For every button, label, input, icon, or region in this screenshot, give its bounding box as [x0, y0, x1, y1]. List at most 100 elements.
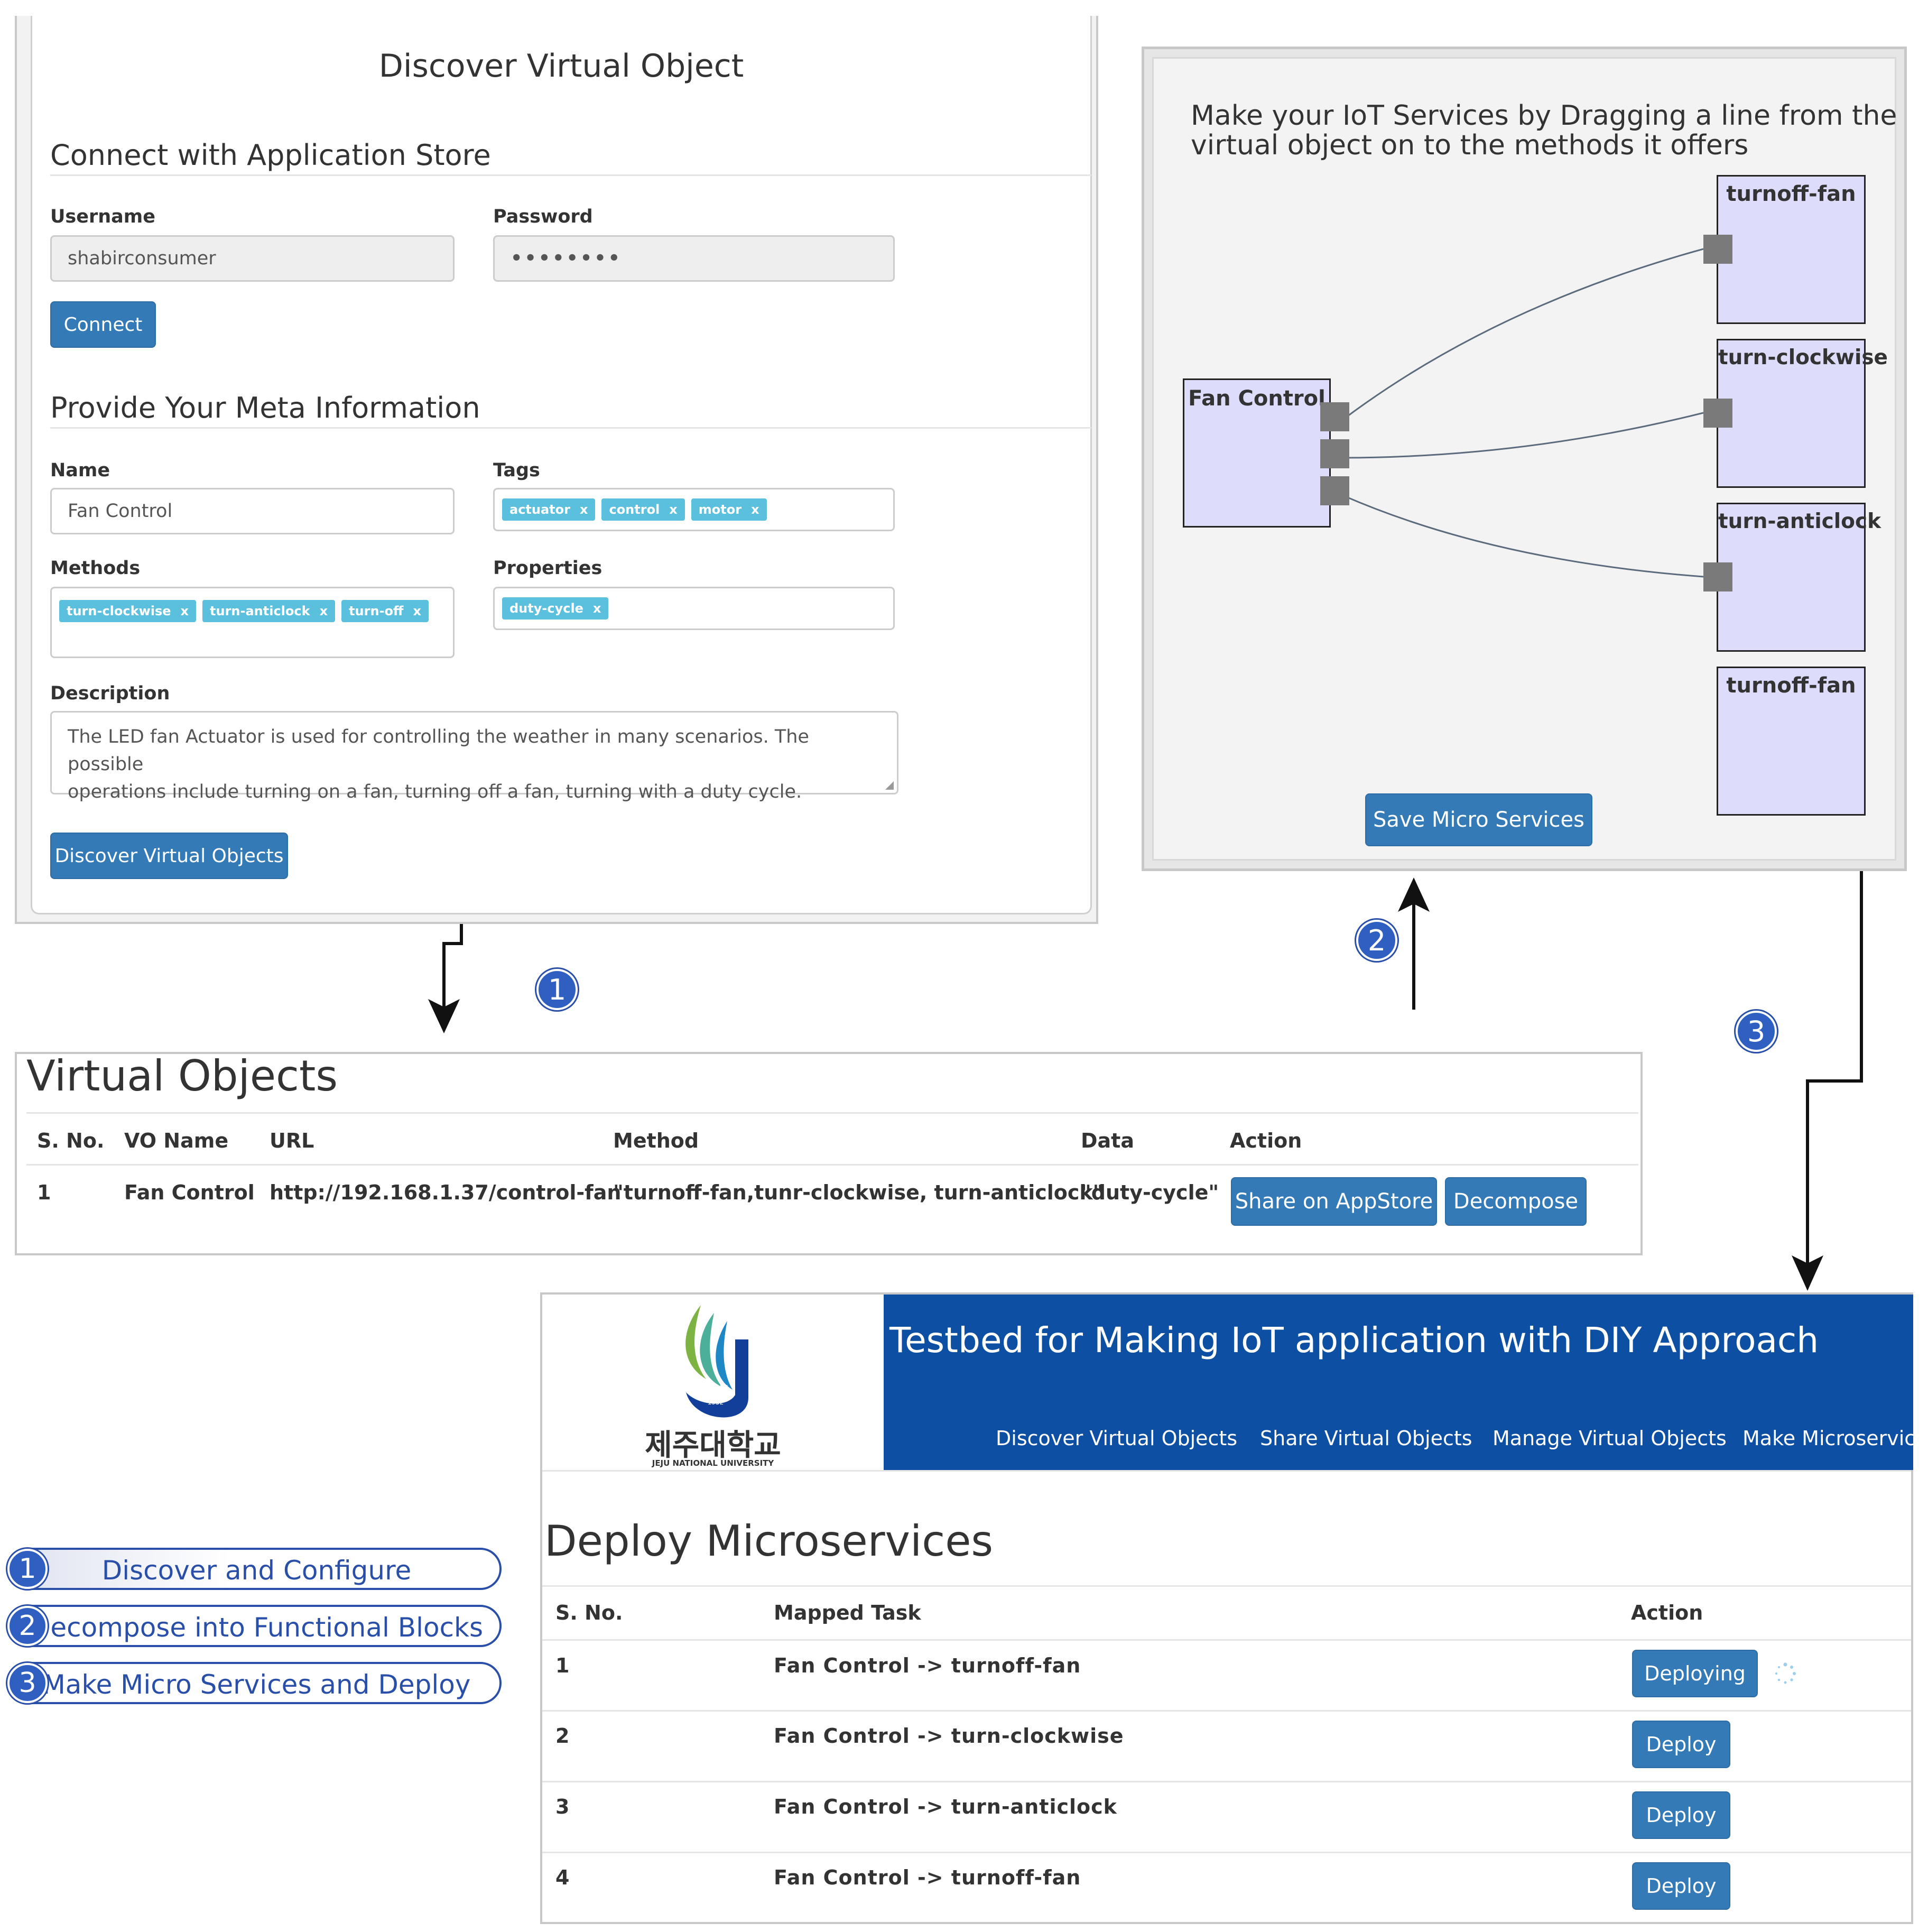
- column-header: VO Name: [124, 1129, 229, 1152]
- divider: [542, 1781, 1911, 1782]
- page-title: Discover Virtual Object: [378, 48, 744, 85]
- methods-input[interactable]: turn-clockwise x turn-anticlock x turn-off…: [50, 587, 455, 658]
- cell-vo-name: Fan Control: [124, 1181, 255, 1204]
- name-label: Name: [50, 460, 110, 481]
- method-node[interactable]: turn-clockwise: [1717, 339, 1888, 488]
- input-port[interactable]: [1703, 235, 1732, 264]
- deploy-button[interactable]: Deploy: [1632, 1862, 1730, 1910]
- loading-spinner-icon: [1775, 1662, 1796, 1684]
- name-field[interactable]: Fan Control: [50, 488, 455, 534]
- cell-mapped-task: Fan Control -> turn-anticlock: [774, 1795, 1117, 1818]
- legend-item: Discover and Configure: [7, 1548, 502, 1590]
- input-port[interactable]: [1703, 562, 1732, 591]
- password-field[interactable]: ••••••••: [493, 235, 895, 282]
- properties-input[interactable]: duty-cycle x: [493, 587, 895, 630]
- legend-number: 2: [7, 1606, 48, 1646]
- divider: [542, 1470, 1911, 1472]
- instruction-line: Make your IoT Services by Dragging a lin…: [1191, 100, 1897, 132]
- divider: [26, 1164, 1638, 1166]
- step-marker-3: 3: [1736, 1011, 1777, 1052]
- decompose-button[interactable]: Decompose: [1445, 1177, 1587, 1226]
- remove-method-icon[interactable]: x: [319, 604, 328, 618]
- nav-manage-virtual-objects[interactable]: Manage Virtual Objects: [1493, 1427, 1727, 1450]
- connection-line[interactable]: [1341, 412, 1704, 459]
- university-emblem-icon: JEJU 1952: [685, 1305, 748, 1418]
- description-textarea[interactable]: The LED fan Actuator is used for control…: [50, 711, 898, 802]
- deploying-button[interactable]: Deploying: [1632, 1650, 1758, 1697]
- connection-line[interactable]: [1341, 494, 1704, 578]
- property-text: duty-cycle: [509, 601, 583, 616]
- resize-handle-icon[interactable]: [885, 781, 894, 790]
- remove-tag-icon[interactable]: x: [579, 502, 588, 517]
- legend-item: Decompose into Functional Blocks: [7, 1605, 502, 1647]
- divider: [50, 427, 1091, 429]
- meta-section-heading: Provide Your Meta Information: [50, 391, 480, 424]
- node-title: turn-anticlock: [1718, 510, 1881, 533]
- connection-line[interactable]: [1341, 248, 1704, 422]
- remove-tag-icon[interactable]: x: [669, 502, 678, 517]
- legend-number: 1: [7, 1549, 48, 1589]
- column-header: Action: [1631, 1601, 1703, 1624]
- method-text: turn-clockwise: [67, 604, 171, 618]
- virtual-objects-panel: Virtual Objects S. No. VO Name URL Metho…: [15, 1051, 1643, 1255]
- divider: [542, 1852, 1911, 1853]
- cell-sno: 2: [555, 1724, 570, 1748]
- legend-item: Make Micro Services and Deploy: [7, 1662, 502, 1704]
- share-on-appstore-button[interactable]: Share on AppStore: [1231, 1177, 1437, 1226]
- tags-label: Tags: [493, 460, 540, 481]
- legend-label: Discover and Configure: [101, 1555, 412, 1586]
- output-port[interactable]: [1320, 476, 1349, 505]
- logo-english-text: JEJU NATIONAL UNIVERSITY: [652, 1458, 774, 1468]
- divider: [26, 1112, 1638, 1114]
- connect-button[interactable]: Connect: [50, 301, 156, 348]
- arrowhead-up: [1398, 877, 1430, 912]
- property-chip: duty-cycle x: [502, 597, 609, 620]
- method-node[interactable]: turn-anticlock: [1717, 503, 1881, 652]
- nav-make-microservices[interactable]: Make Microservices: [1742, 1427, 1928, 1450]
- method-chip: turn-off x: [341, 600, 429, 622]
- legend-label: Make Micro Services and Deploy: [42, 1669, 471, 1700]
- decompose-panel: Make your IoT Services by Dragging a lin…: [1152, 57, 1897, 861]
- cell-mapped-task: Fan Control -> turn-clockwise: [774, 1724, 1124, 1748]
- method-text: turn-off: [349, 604, 404, 618]
- emblem-year: 1952: [708, 1399, 724, 1406]
- method-text: turn-anticlock: [210, 604, 310, 618]
- method-node[interactable]: turnoff-fan: [1717, 667, 1866, 816]
- discover-panel: Discover Virtual Object Connect with App…: [31, 16, 1092, 914]
- node-title: Fan Control: [1188, 386, 1326, 411]
- node-title: turnoff-fan: [1726, 182, 1856, 206]
- cell-mapped-task: Fan Control -> turnoff-fan: [774, 1866, 1081, 1889]
- properties-label: Properties: [493, 558, 602, 579]
- input-port[interactable]: [1703, 399, 1732, 428]
- legend-label: Decompose into Functional Blocks: [30, 1612, 484, 1643]
- output-port[interactable]: [1320, 439, 1349, 468]
- arrowhead-down: [1792, 1255, 1823, 1291]
- column-header: S. No.: [555, 1601, 623, 1624]
- nav-share-virtual-objects[interactable]: Share Virtual Objects: [1260, 1427, 1472, 1450]
- remove-method-icon[interactable]: x: [180, 604, 189, 618]
- cell-sno: 1: [555, 1654, 570, 1677]
- deploy-button[interactable]: Deploy: [1632, 1721, 1730, 1768]
- remove-tag-icon[interactable]: x: [751, 502, 759, 517]
- remove-method-icon[interactable]: x: [413, 604, 421, 618]
- output-port[interactable]: [1320, 402, 1349, 431]
- method-node[interactable]: turnoff-fan: [1717, 175, 1866, 324]
- description-line: operations include turning on a fan, tur…: [68, 781, 802, 802]
- remove-property-icon[interactable]: x: [592, 601, 601, 616]
- save-micro-services-button[interactable]: Save Micro Services: [1365, 793, 1592, 846]
- header-banner: Testbed for Making IoT application with …: [884, 1295, 1928, 1470]
- description-line: The LED fan Actuator is used for control…: [68, 726, 809, 775]
- deploy-button[interactable]: Deploy: [1632, 1791, 1730, 1839]
- legend-number: 3: [7, 1663, 48, 1703]
- connection-lines: [1341, 248, 1704, 578]
- username-field[interactable]: shabirconsumer: [50, 235, 455, 282]
- methods-label: Methods: [50, 558, 141, 579]
- cell-url[interactable]: http://192.168.1.37/control-fan: [270, 1181, 622, 1204]
- discover-virtual-objects-button[interactable]: Discover Virtual Objects: [50, 833, 288, 879]
- nav-discover-virtual-objects[interactable]: Discover Virtual Objects: [996, 1427, 1238, 1450]
- cell-mapped-task: Fan Control -> turnoff-fan: [774, 1654, 1081, 1677]
- divider: [50, 174, 1091, 176]
- virtual-object-node[interactable]: Fan Control: [1183, 378, 1331, 528]
